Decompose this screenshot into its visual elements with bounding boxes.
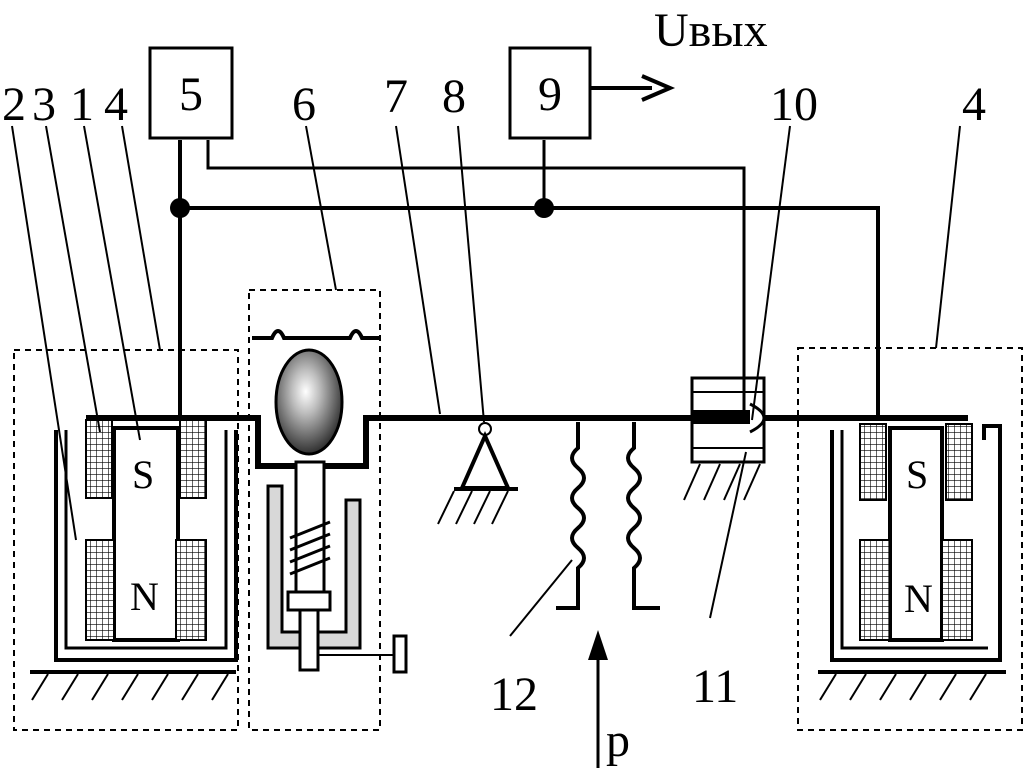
- left-lower-coil-b: [175, 539, 207, 641]
- beam: [86, 415, 968, 469]
- pivot-support: [437, 422, 518, 525]
- bellows-left-wall: [556, 422, 586, 610]
- right-magnet-assembly: S N: [797, 347, 1023, 731]
- callout-6: 6: [292, 78, 316, 131]
- block-9-label: 9: [538, 68, 562, 121]
- right-pole-s: S: [906, 452, 928, 497]
- callout-12: 12: [490, 668, 538, 721]
- sensor-core: [692, 410, 750, 424]
- left-upper-coil-b: [179, 419, 207, 499]
- pressure-arrow-head: [588, 630, 608, 660]
- callout-4-left: 4: [104, 78, 128, 131]
- block-5-label: 5: [179, 68, 203, 121]
- right-upper-coil-a: [859, 423, 887, 501]
- pressure-label: p: [606, 714, 630, 767]
- callout-2: 2: [2, 78, 26, 131]
- right-ground-hatch: [819, 673, 987, 701]
- left-magnet-dashed-frame: [13, 349, 239, 731]
- junction-left: [170, 198, 190, 218]
- right-inner-housing: [840, 430, 988, 650]
- junction-center: [534, 198, 554, 218]
- wire-bus-to-right-magnet: [180, 206, 880, 418]
- right-upper-coil-b: [945, 423, 973, 501]
- callout-3: 3: [32, 78, 56, 131]
- bellows: [556, 422, 660, 768]
- damper-adjust-knob: [392, 634, 408, 674]
- beam-right-section: [324, 415, 968, 469]
- callout-8: 8: [442, 70, 466, 123]
- callout-7: 7: [384, 70, 408, 123]
- wire-block5-to-sensor: [206, 140, 746, 418]
- left-pole-s: S: [132, 452, 154, 497]
- pivot-ground-hatch: [437, 490, 509, 525]
- right-magnet-dashed-frame: [797, 347, 1023, 731]
- pivot-triangle: [458, 431, 512, 490]
- beam-left-section: [86, 415, 296, 469]
- damper-cylinder: [266, 484, 362, 650]
- damper-spring: [289, 520, 331, 576]
- wiring: [178, 74, 880, 418]
- callout-11: 11: [692, 660, 738, 713]
- left-lower-coil-a: [85, 539, 115, 641]
- right-lower-coil-a: [859, 539, 891, 641]
- callout-10: 10: [770, 78, 818, 131]
- right-pole-piece: [888, 426, 944, 642]
- bellows-right-wall: [626, 422, 660, 610]
- leader-lines: [11, 125, 961, 637]
- damper-spring-clip: [252, 329, 380, 340]
- callout-4-right: 4: [962, 78, 986, 131]
- damper-assembly: [248, 289, 408, 731]
- right-lower-coil-b: [941, 539, 973, 641]
- displacement-sensor: [683, 376, 766, 501]
- output-arrow-head: [641, 74, 676, 102]
- left-pole-n: N: [130, 574, 159, 619]
- left-ground-hatch: [31, 673, 229, 701]
- damper-piston-head: [286, 590, 332, 612]
- damper-rod: [298, 608, 320, 672]
- block-9: [508, 46, 592, 140]
- left-inner-housing: [64, 430, 228, 650]
- block-5: [148, 46, 234, 140]
- damper-ball: [274, 348, 344, 456]
- right-pole-n: N: [904, 576, 933, 621]
- left-outer-housing: [54, 430, 238, 662]
- right-outer-housing: [830, 424, 1002, 662]
- sensor-ground-hatch: [683, 463, 761, 501]
- left-magnet-assembly: S N: [13, 349, 239, 731]
- output-label: Uвых: [654, 4, 768, 57]
- left-pole-piece: [112, 426, 180, 642]
- callout-1: 1: [70, 78, 94, 131]
